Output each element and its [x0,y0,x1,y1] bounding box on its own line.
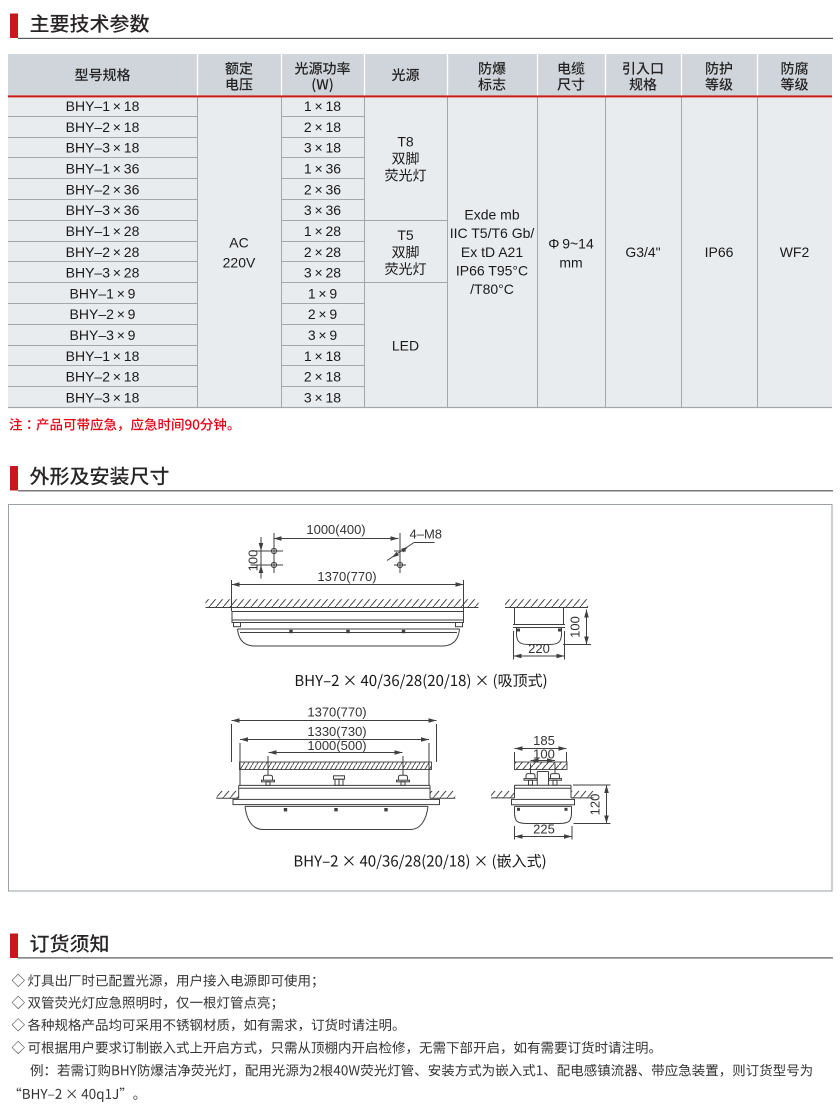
svg-text:IP66: IP66 [705,244,734,260]
svg-text:100: 100 [533,747,555,762]
svg-text:1330(730): 1330(730) [307,724,366,739]
svg-text:BHY–1 × 18: BHY–1 × 18 [66,98,140,114]
svg-text:3 × 28: 3 × 28 [304,265,341,281]
svg-text:BHY–3 × 36: BHY–3 × 36 [66,202,140,218]
svg-text:4–M8: 4–M8 [410,527,443,542]
svg-text:3 × 18: 3 × 18 [304,140,341,156]
svg-text:BHY–2 × 18: BHY–2 × 18 [66,119,140,135]
svg-text:BHY–1 × 36: BHY–1 × 36 [66,161,140,177]
svg-text:T5: T5 [397,227,414,243]
svg-text:3 × 9: 3 × 9 [308,327,338,343]
svg-text:2 × 18: 2 × 18 [304,119,341,135]
svg-text:BHY–2 × 9: BHY–2 × 9 [70,306,136,322]
svg-text:225: 225 [533,822,555,837]
svg-text:mm: mm [559,255,582,271]
svg-text:120: 120 [588,794,603,816]
svg-text:1 × 18: 1 × 18 [304,348,341,364]
svg-text:G3/4": G3/4" [625,244,660,260]
svg-text:WF2: WF2 [780,244,810,260]
svg-text:1370(770): 1370(770) [317,569,376,584]
svg-text:Exde mb: Exde mb [464,207,519,223]
svg-text:2 × 28: 2 × 28 [304,244,341,260]
svg-text:Φ 9~14: Φ 9~14 [548,236,594,252]
svg-text:BHY–2 × 36: BHY–2 × 36 [66,181,140,197]
svg-text:1 × 9: 1 × 9 [308,285,338,301]
svg-text:/T80°C: /T80°C [470,281,514,297]
svg-text:1000(500): 1000(500) [307,738,366,753]
svg-text:2 × 9: 2 × 9 [308,306,338,322]
svg-text:Ex tD A21: Ex tD A21 [461,244,523,260]
svg-text:1 × 18: 1 × 18 [304,98,341,114]
svg-text:BHY–1 × 9: BHY–1 × 9 [70,285,136,301]
svg-text:BHY–3 × 9: BHY–3 × 9 [70,327,136,343]
svg-text:BHY–2 × 18: BHY–2 × 18 [66,369,140,385]
svg-text:1 × 28: 1 × 28 [304,223,341,239]
svg-text:BHY–3 × 18: BHY–3 × 18 [66,389,140,405]
svg-text:IP66 T95°C: IP66 T95°C [456,262,528,278]
svg-text:185: 185 [533,733,555,748]
svg-text:1370(770): 1370(770) [307,705,366,720]
svg-text:BHY–3 × 28: BHY–3 × 28 [66,265,140,281]
svg-text:1 × 36: 1 × 36 [304,161,341,177]
svg-text:AC: AC [229,235,248,251]
svg-text:LED: LED [392,337,419,353]
svg-text:1000(400): 1000(400) [306,522,365,537]
svg-text:3 × 18: 3 × 18 [304,389,341,405]
svg-text:100: 100 [568,616,583,638]
svg-text:220: 220 [528,641,550,656]
svg-text:IIC T5/T6 Gb/: IIC T5/T6 Gb/ [450,225,535,241]
svg-text:3 × 36: 3 × 36 [304,202,341,218]
svg-text:2 × 18: 2 × 18 [304,369,341,385]
svg-text:BHY–1 × 28: BHY–1 × 28 [66,223,140,239]
svg-text:BHY–1 × 18: BHY–1 × 18 [66,348,140,364]
svg-text:BHY–3 × 18: BHY–3 × 18 [66,140,140,156]
svg-text:220V: 220V [223,255,256,271]
svg-text:BHY–2 × 28: BHY–2 × 28 [66,244,140,260]
svg-text:2 × 36: 2 × 36 [304,181,341,197]
svg-text:T8: T8 [397,133,414,149]
svg-text:100: 100 [246,550,261,572]
